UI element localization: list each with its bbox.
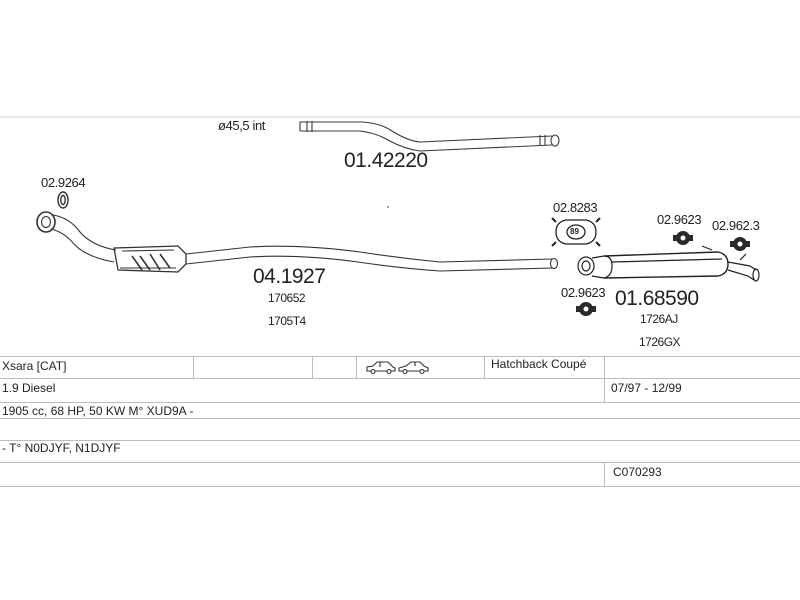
part-number-rear-silencer: 01.68590 xyxy=(615,287,699,310)
table-rule xyxy=(0,402,800,403)
engine-codes: - T° N0DJYF, N1DJYF xyxy=(2,441,121,455)
mount-top-a-shape xyxy=(673,231,693,245)
vehicle-model: Xsara [CAT] xyxy=(2,359,67,373)
gasket-rear-shape xyxy=(551,217,601,247)
rear-silencer-ref-2: 1726GX xyxy=(639,335,681,349)
table-col-divider xyxy=(193,356,194,378)
mount-left-shape xyxy=(576,302,596,316)
table-col-divider xyxy=(484,356,485,378)
table-rule xyxy=(0,440,800,441)
table-rule xyxy=(0,356,800,357)
engine: 1.9 Diesel xyxy=(2,381,56,395)
production-period: 07/97 - 12/99 xyxy=(611,381,682,395)
part-number-mount-left: 02.9623 xyxy=(561,285,606,300)
diameter-label: ø45,5 int xyxy=(218,118,265,133)
table-rule xyxy=(0,462,800,463)
table-col-divider xyxy=(312,356,313,378)
table-col-divider xyxy=(356,356,357,378)
part-number-mount-top-a: 02.9623 xyxy=(657,212,702,227)
table-col-divider xyxy=(604,462,605,486)
coupe-car-icon xyxy=(398,361,429,375)
body-type: Hatchback Coupé xyxy=(491,357,587,371)
catalog-code: C070293 xyxy=(613,465,662,479)
mount-top-b-shape xyxy=(730,237,750,251)
rear-silencer-shape xyxy=(577,245,760,282)
front-pipe-ref-1: 170652 xyxy=(268,291,306,305)
hatchback-car-icon xyxy=(366,361,396,375)
marker-dot xyxy=(387,206,389,208)
part-number-gasket-rear: 02.8283 xyxy=(553,200,598,215)
gasket-front-shape xyxy=(57,191,69,209)
exhaust-system-drawing xyxy=(0,116,800,316)
body-icons xyxy=(366,359,430,379)
rear-silencer-ref-1: 1726AJ xyxy=(640,312,678,326)
table-rule xyxy=(0,378,800,379)
table-rule xyxy=(0,418,800,419)
gasket-badge: 89 xyxy=(570,227,579,236)
front-pipe-ref-2: 1705T4 xyxy=(268,314,306,328)
part-number-mount-top-b: 02.962.3 xyxy=(712,218,760,233)
part-number-front-pipe: 04.1927 xyxy=(253,265,326,288)
intermediate-pipe xyxy=(299,121,560,152)
engine-spec: 1905 cc, 68 HP, 50 KW M° XUD9A - xyxy=(2,404,194,418)
part-number-gasket-front: 02.9264 xyxy=(41,175,86,190)
table-col-divider xyxy=(604,356,605,402)
front-pipe-catalyst xyxy=(36,211,559,273)
table-rule xyxy=(0,486,800,487)
part-number-intermediate-pipe: 01.42220 xyxy=(344,149,428,172)
